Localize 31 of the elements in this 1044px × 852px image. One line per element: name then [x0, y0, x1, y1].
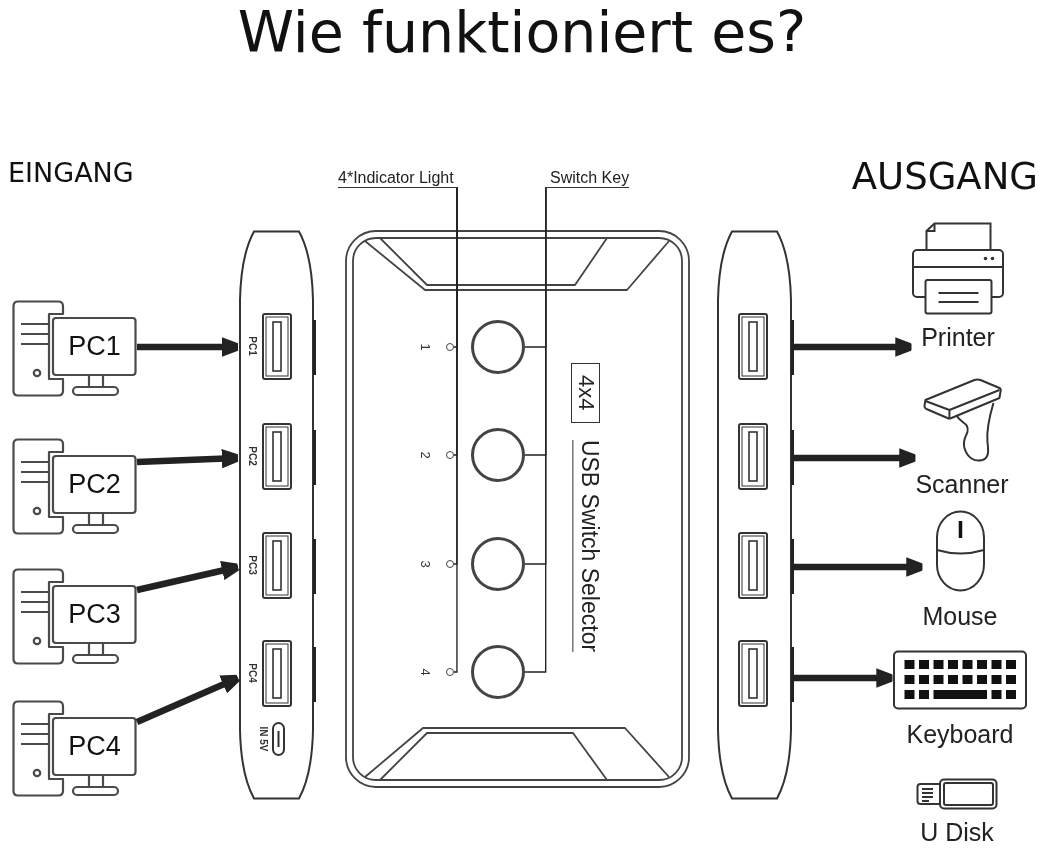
- channel-number: 4: [417, 668, 433, 676]
- device-caption: USB Switch Selector: [572, 439, 602, 653]
- callout-label: 4*Indicator Light: [338, 168, 458, 188]
- channel-number: 2: [417, 451, 433, 459]
- device-label: Mouse: [922, 602, 998, 631]
- computer-label: PC3: [68, 599, 121, 630]
- title: Wie funktioniert es?: [236, 0, 808, 66]
- device-label: Scanner: [915, 470, 1009, 499]
- section-heading: AUSGANG: [851, 156, 1038, 199]
- device-label: Keyboard: [906, 720, 1014, 749]
- channel-number: 3: [417, 560, 433, 568]
- switch-key: [471, 428, 525, 482]
- port-label: PC1: [246, 336, 258, 356]
- computer-label: PC1: [68, 331, 121, 362]
- port-label: PC3: [246, 555, 258, 575]
- device-label: Printer: [921, 323, 995, 352]
- section-heading: EINGANG: [8, 157, 134, 189]
- device-label: U Disk: [920, 818, 994, 847]
- computer-label: PC4: [68, 731, 121, 762]
- switch-key: [471, 645, 525, 699]
- switch-key: [471, 537, 525, 591]
- channel-number: 1: [417, 343, 433, 351]
- model-label: 4x4: [571, 363, 600, 423]
- leader-line: [453, 187, 458, 673]
- switch-key: [471, 320, 525, 374]
- port-label: PC2: [246, 446, 258, 466]
- port-label: PC4: [246, 663, 258, 683]
- port-label: IN 5V: [257, 726, 269, 752]
- computer-label: PC2: [68, 469, 121, 500]
- callout-label: Switch Key: [545, 168, 630, 188]
- leader-line: [524, 187, 547, 673]
